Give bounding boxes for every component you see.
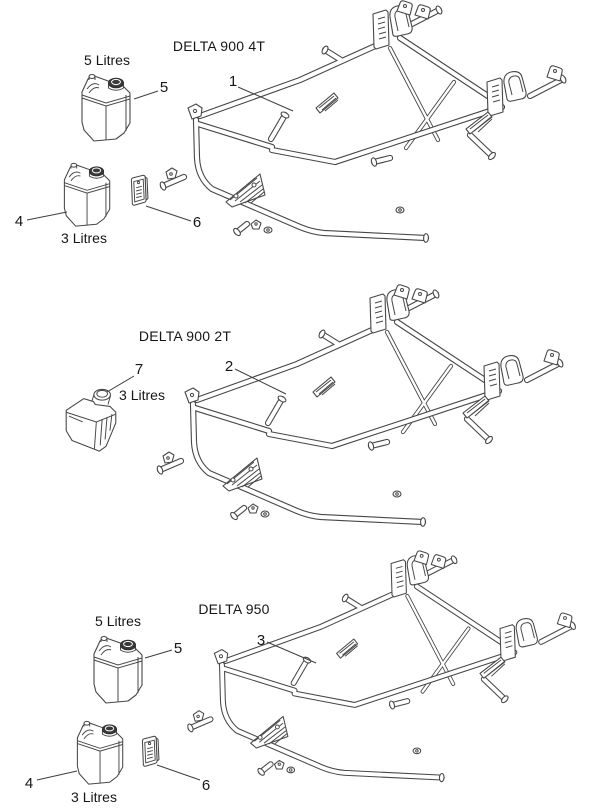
callout-5-tank: 5	[159, 79, 169, 96]
mounting-plate-drawing-bottom	[141, 735, 160, 767]
leader-4-bottom	[36, 770, 78, 781]
callout-6-plate: 6	[192, 214, 202, 231]
callout-2-chassis: 2	[224, 358, 234, 375]
callout-4-tank: 4	[14, 213, 24, 230]
section-title-delta-900-4t: DELTA 900 4T	[172, 38, 266, 54]
chassis-drawing-delta-950	[178, 550, 600, 794]
callout-3-chassis: 3	[256, 632, 266, 649]
mounting-plate-drawing-top	[130, 174, 149, 206]
tank-5l-label-top: 5 Litres	[84, 52, 130, 68]
callout-1-chassis: 1	[228, 73, 238, 90]
tank-3l-label-top: 3 Litres	[61, 230, 107, 246]
callout-7-tank: 7	[134, 361, 144, 378]
tank-3l-label-bottom: 3 Litres	[71, 789, 117, 805]
chassis-drawing-delta-900-2t	[147, 284, 597, 539]
fuel-tank-5l-drawing-bottom	[93, 635, 143, 704]
leader-4-top	[26, 211, 68, 221]
fuel-tank-3l-drawing-bottom	[76, 720, 124, 785]
tank-5l-label-bottom: 5 Litres	[95, 613, 141, 629]
callout-4-tank-bottom: 4	[24, 775, 34, 792]
callout-6-plate-bottom: 6	[201, 777, 211, 794]
callout-5-tank-bottom: 5	[173, 640, 183, 657]
fuel-tank-3l-drawing-top	[63, 162, 111, 227]
tank-3l-label-middle: 3 Litres	[119, 387, 165, 403]
section-title-delta-900-2t: DELTA 900 2T	[138, 328, 232, 344]
section-title-delta-950: DELTA 950	[198, 601, 270, 617]
chassis-drawing-delta-900-4t	[150, 0, 600, 255]
fuel-tank-5l-drawing-top	[81, 73, 131, 142]
